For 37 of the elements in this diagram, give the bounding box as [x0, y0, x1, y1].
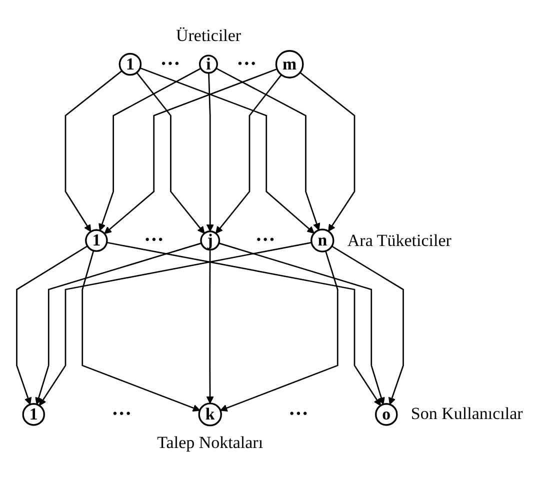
ellipsis: ···: [255, 229, 276, 252]
node-circle: 1: [22, 403, 46, 426]
text-label: Son Kullanıcılar: [410, 404, 524, 424]
arrow: [16, 245, 88, 405]
ellipsis: ···: [144, 229, 164, 252]
node-circle: m: [275, 50, 304, 78]
ellipsis: ···: [160, 52, 180, 76]
arrow: [216, 68, 320, 230]
ellipsis: ···: [112, 402, 132, 426]
ellipsis: ···: [236, 52, 257, 76]
text-label: Üreticiler: [176, 26, 242, 46]
arrow: [64, 70, 122, 232]
node-circle: o: [374, 403, 398, 426]
arrow: [206, 250, 214, 404]
arrow: [136, 72, 205, 234]
arrow: [39, 242, 312, 406]
node-circle: 1: [118, 52, 142, 76]
node-circle: k: [198, 402, 222, 426]
node-circle: n: [310, 228, 334, 252]
node-circle: j: [200, 230, 220, 250]
node-circle: i: [198, 54, 218, 74]
text-label: Ara Tüketiciler: [347, 230, 452, 251]
arrow: [104, 68, 278, 234]
arrow: [220, 250, 338, 412]
arrow: [331, 246, 404, 405]
arrow: [300, 72, 356, 232]
node-circle: 1: [85, 229, 108, 252]
arrow: [98, 68, 202, 231]
arrow: [218, 242, 385, 405]
arrow: [82, 250, 200, 412]
ellipsis: ···: [288, 402, 308, 426]
text-label: Talep Noktaları: [157, 433, 264, 454]
arrow: [106, 242, 381, 406]
arrow: [140, 67, 314, 234]
arrow: [35, 242, 202, 405]
arrow: [206, 72, 214, 232]
arrow: [216, 74, 282, 234]
